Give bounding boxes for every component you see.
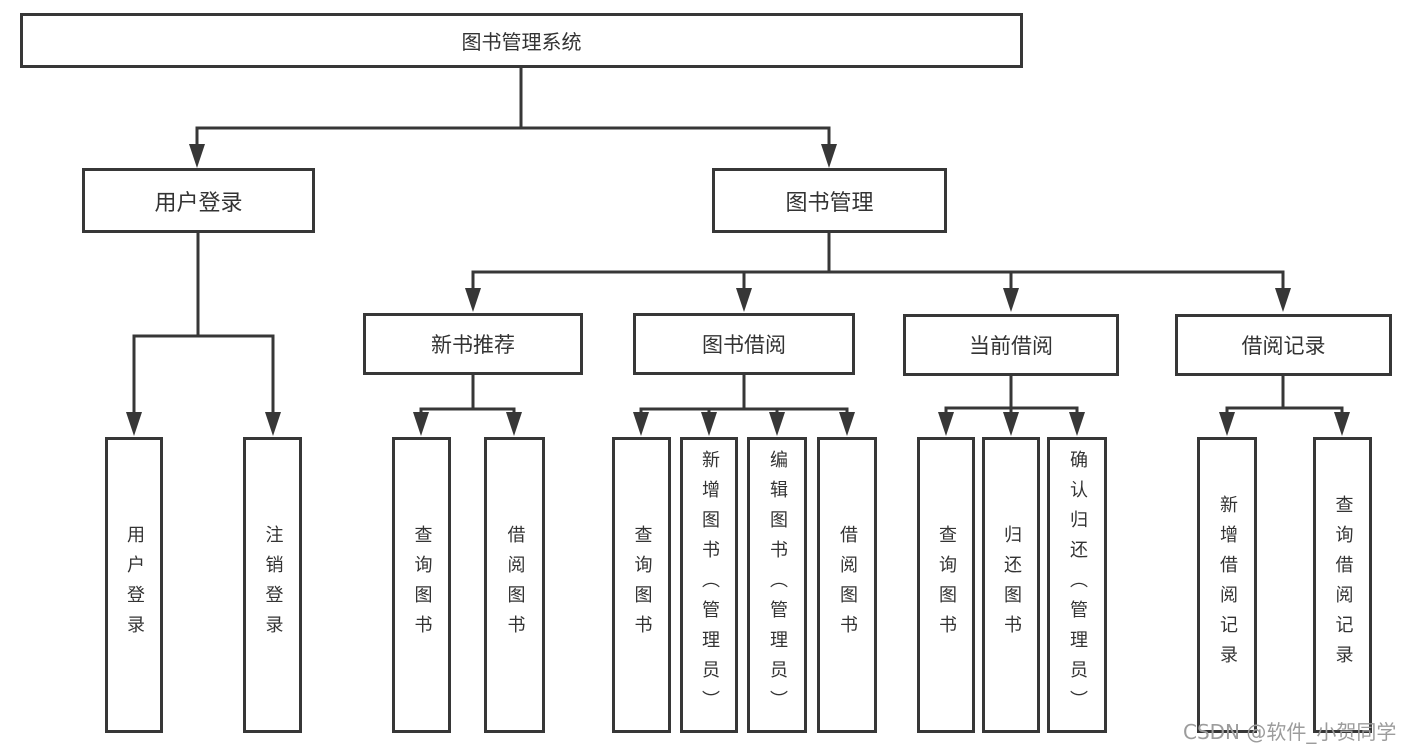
leaf-label: 借阅图书 [504,525,526,645]
leaf-edit-book-admin: 编辑图书（管理员） [747,437,807,733]
leaf-label: 确认归还（管理员） [1067,450,1088,720]
leaf-return-books: 归还图书 [982,437,1040,733]
leaf-label: 查询图书 [936,525,957,645]
leaf-label: 归还图书 [1001,525,1022,645]
leaf-label: 新增图书（管理员） [699,450,720,720]
leaf-query-books-recommend: 查询图书 [392,437,451,733]
leaf-query-borrow-record: 查询借阅记录 [1313,437,1372,733]
leaf-label: 查询借阅记录 [1332,495,1354,675]
leaf-query-books-borrowing: 查询图书 [612,437,671,733]
node-library-management-system: 图书管理系统 [20,13,1023,68]
node-new-book-recommendation: 新书推荐 [363,313,583,375]
leaf-label: 查询图书 [631,525,653,645]
leaf-borrow-books-borrowing: 借阅图书 [817,437,877,733]
leaf-logout-login: 注销登录 [243,437,302,733]
node-book-management: 图书管理 [712,168,947,233]
leaf-add-book-admin: 新增图书（管理员） [680,437,738,733]
leaf-add-borrow-record: 新增借阅记录 [1197,437,1257,733]
leaf-user-login: 用户登录 [105,437,163,733]
leaf-query-books-current: 查询图书 [917,437,975,733]
leaf-label: 查询图书 [411,525,433,645]
leaf-label: 新增借阅记录 [1217,495,1238,675]
leaf-label: 借阅图书 [837,525,858,645]
leaf-borrow-books-recommend: 借阅图书 [484,437,545,733]
node-book-borrowing: 图书借阅 [633,313,855,375]
leaf-label: 注销登录 [262,525,284,645]
node-borrowing-records: 借阅记录 [1175,314,1392,376]
leaf-confirm-return-admin: 确认归还（管理员） [1047,437,1107,733]
leaf-label: 编辑图书（管理员） [767,450,788,720]
leaf-label: 用户登录 [124,525,145,645]
node-user-login: 用户登录 [82,168,315,233]
node-current-borrowing: 当前借阅 [903,314,1119,376]
csdn-watermark: CSDN @软件_小贺同学 [1183,720,1397,744]
